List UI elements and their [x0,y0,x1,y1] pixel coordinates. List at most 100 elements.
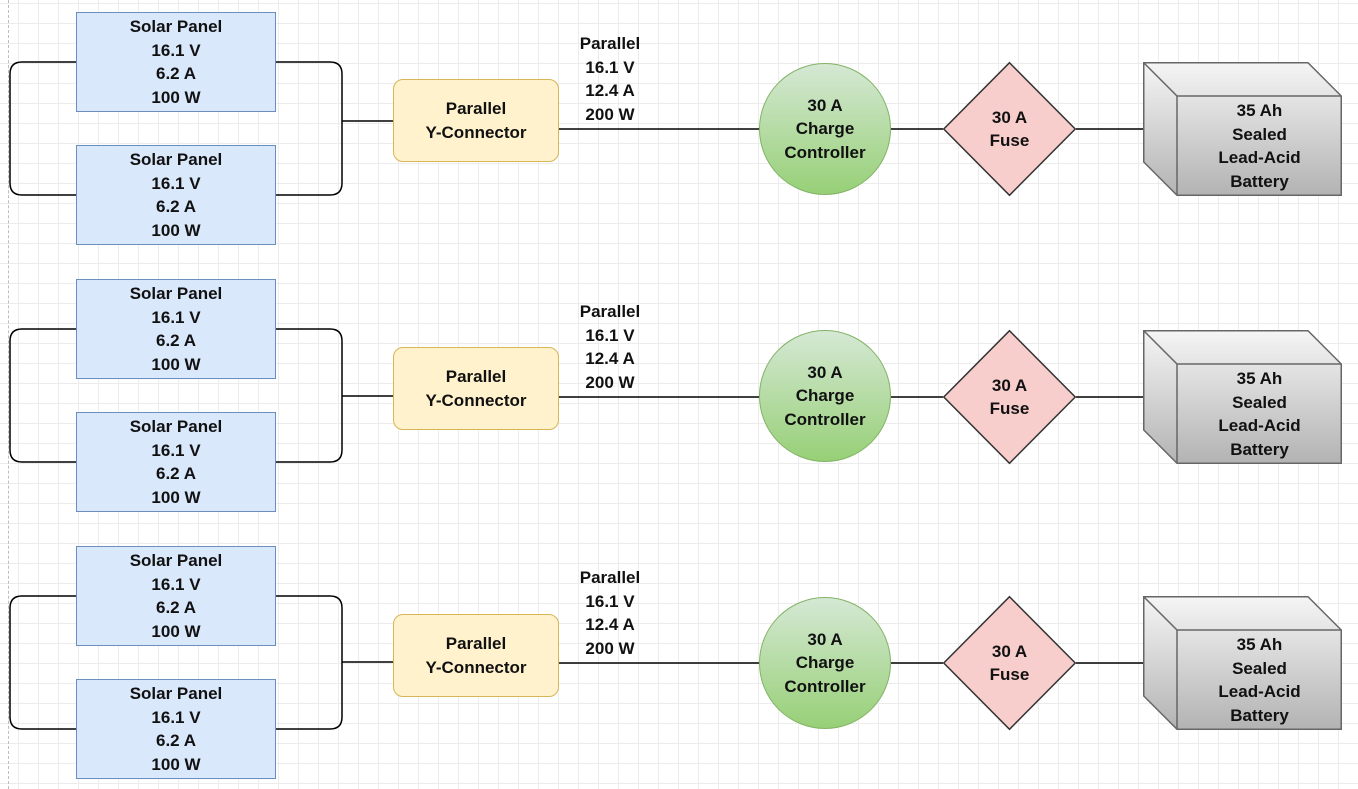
panel-power: 100 W [151,487,201,507]
panel-title: Solar Panel [129,551,223,570]
connector-line1: Parallel [445,634,507,653]
battery-line2: Sealed [1232,124,1287,144]
battery-line3: Lead-Acid [1218,148,1301,167]
controller-line3: Controller [784,409,866,429]
fuse-line2: Fuse [989,399,1030,418]
panel-power: 100 W [151,621,201,641]
fuse-label: 30 A Fuse [943,330,1076,464]
panel-title: Solar Panel [129,150,223,169]
battery-cube[interactable] [1143,62,1342,196]
fuse-diamond[interactable] [942,595,1077,731]
output-voltage: 16.1 V [585,57,635,77]
output-mode: Parallel [579,568,641,587]
battery-line1: 35 Ah [1236,101,1283,120]
panel-current: 6.2 A [155,598,196,617]
fuse-line1: 30 A [991,375,1028,395]
panel-title: Solar Panel [129,284,223,303]
parallel-output-label: Parallel 16.1 V 12.4 A 200 W [560,300,660,394]
panel-power: 100 W [151,754,201,774]
fuse-label: 30 A Fuse [943,596,1076,730]
controller-line2: Charge [795,653,855,673]
fuse-line2: Fuse [989,665,1030,684]
battery-label: 35 Ah Sealed Lead-Acid Battery [1177,96,1342,196]
panel-power: 100 W [151,87,201,107]
controller-line1: 30 A [807,95,843,115]
y-connector[interactable]: Parallel Y-Connector [393,614,559,697]
parallel-output-label: Parallel 16.1 V 12.4 A 200 W [560,32,660,126]
solar-panel[interactable]: Solar Panel 16.1 V 6.2 A 100 W [76,145,276,245]
output-mode: Parallel [579,34,641,53]
battery-line4: Battery [1230,705,1289,725]
page-edge-guide [8,0,9,789]
connector-line2: Y-Connector [425,122,527,142]
battery-line4: Battery [1230,171,1289,191]
panel-voltage: 16.1 V [151,707,201,727]
panel-current: 6.2 A [155,197,196,216]
panel-voltage: 16.1 V [151,40,201,60]
battery-line3: Lead-Acid [1218,416,1301,435]
panel-voltage: 16.1 V [151,574,201,594]
battery-line1: 35 Ah [1236,635,1283,654]
output-voltage: 16.1 V [585,325,635,345]
panel-title: Solar Panel [129,684,223,703]
battery-line1: 35 Ah [1236,369,1283,388]
battery-line2: Sealed [1232,658,1287,678]
panel-voltage: 16.1 V [151,173,201,193]
panel-current: 6.2 A [155,464,196,483]
battery-label: 35 Ah Sealed Lead-Acid Battery [1177,630,1342,730]
fuse-line1: 30 A [991,107,1028,127]
battery-line3: Lead-Acid [1218,682,1301,701]
output-power: 200 W [585,104,635,124]
fuse-diamond[interactable] [942,329,1077,465]
panel-title: Solar Panel [129,417,223,436]
charge-controller[interactable]: 30 A Charge Controller [759,597,891,729]
controller-line3: Controller [784,676,866,696]
loop-wire-right [276,328,343,463]
connector-line2: Y-Connector [425,390,527,410]
panel-voltage: 16.1 V [151,440,201,460]
controller-line3: Controller [784,142,866,162]
controller-line2: Charge [795,386,855,406]
connector-line2: Y-Connector [425,657,527,677]
y-connector[interactable]: Parallel Y-Connector [393,347,559,430]
parallel-output-label: Parallel 16.1 V 12.4 A 200 W [560,566,660,660]
y-connector[interactable]: Parallel Y-Connector [393,79,559,162]
battery-cube[interactable] [1143,596,1342,730]
controller-line1: 30 A [807,362,843,382]
connector-line1: Parallel [445,99,507,118]
connector-line1: Parallel [445,367,507,386]
solar-panel[interactable]: Solar Panel 16.1 V 6.2 A 100 W [76,279,276,379]
output-voltage: 16.1 V [585,591,635,611]
solar-panel[interactable]: Solar Panel 16.1 V 6.2 A 100 W [76,412,276,512]
controller-line2: Charge [795,119,855,139]
battery-line4: Battery [1230,439,1289,459]
loop-wire-right [276,595,343,730]
battery-label: 35 Ah Sealed Lead-Acid Battery [1177,364,1342,464]
fuse-line2: Fuse [989,131,1030,150]
panel-title: Solar Panel [129,17,223,36]
output-current: 12.4 A [585,615,635,634]
solar-panel[interactable]: Solar Panel 16.1 V 6.2 A 100 W [76,546,276,646]
output-mode: Parallel [579,302,641,321]
fuse-diamond[interactable] [942,61,1077,197]
solar-panel[interactable]: Solar Panel 16.1 V 6.2 A 100 W [76,12,276,112]
output-power: 200 W [585,372,635,392]
solar-panel[interactable]: Solar Panel 16.1 V 6.2 A 100 W [76,679,276,779]
loop-wire-right [276,61,343,196]
battery-cube[interactable] [1143,330,1342,464]
panel-power: 100 W [151,354,201,374]
charge-controller[interactable]: 30 A Charge Controller [759,330,891,462]
panel-power: 100 W [151,220,201,240]
output-current: 12.4 A [585,81,635,100]
loop-wire-left [9,595,76,730]
output-current: 12.4 A [585,349,635,368]
controller-line1: 30 A [807,629,843,649]
panel-current: 6.2 A [155,331,196,350]
panel-current: 6.2 A [155,64,196,83]
charge-controller[interactable]: 30 A Charge Controller [759,63,891,195]
fuse-label: 30 A Fuse [943,62,1076,196]
loop-wire-left [9,328,76,463]
fuse-line1: 30 A [991,641,1028,661]
panel-current: 6.2 A [155,731,196,750]
